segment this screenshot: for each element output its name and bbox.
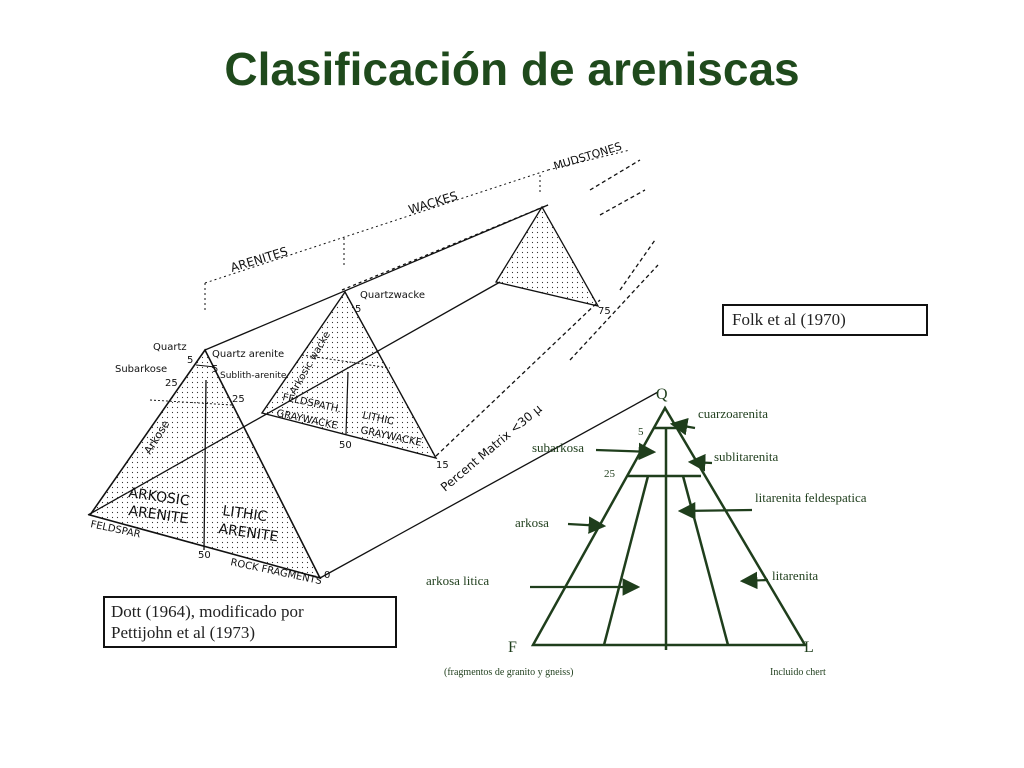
label-arkosa: arkosa: [515, 515, 549, 530]
quartz-label: Quartz: [153, 342, 187, 353]
folk-note-f: (fragmentos de granito y gneiss): [444, 667, 573, 678]
label-subarkosa: subarkosa: [532, 440, 584, 455]
dott-caption: Dott (1964), modificado por Pettijohn et…: [103, 596, 397, 648]
dott-caption-line-2: Pettijohn et al (1973): [111, 623, 256, 642]
folk-tick-25: 25: [604, 468, 616, 480]
folk-tick-5: 5: [638, 426, 644, 438]
label-litarenita-feldespatica: litarenita feldespatica: [755, 490, 867, 505]
dott-diagram: ARENITES WACKES MUDSTONES 75 Quartzwacke…: [87, 140, 659, 587]
middle-15-label: 15: [436, 460, 449, 471]
folk-vertex-l: L: [804, 639, 814, 656]
front-5b-label: 5: [212, 364, 218, 375]
group-brackets: [204, 149, 631, 310]
dott-caption-line-1: Dott (1964), modificado por: [111, 602, 304, 621]
folk-note-l: Incluido chert: [770, 667, 826, 678]
wacke-triangle: [260, 290, 438, 460]
front-0-label: 0: [324, 570, 330, 581]
arenites-label: ARENITES: [229, 244, 290, 275]
quartz-arenite-label: Quartz arenite: [212, 349, 284, 360]
label-litarenita: litarenita: [772, 568, 818, 583]
mudstones-label: MUDSTONES: [552, 140, 623, 173]
front-25-label: 25: [165, 378, 178, 389]
subarkose-label: Subarkose: [115, 364, 167, 375]
folk-caption: Folk et al (1970): [722, 304, 928, 336]
sublitharenite-label: Sublith-arenite: [220, 371, 287, 381]
quartzwacke-label: Quartzwacke: [360, 290, 425, 301]
front-5-label: 5: [187, 355, 193, 366]
label-sublitarenita: sublitarenita: [714, 449, 778, 464]
front-25b-label: 25: [232, 394, 245, 405]
page-title: Clasificación de areniscas: [224, 43, 800, 95]
folk-vertex-f: F: [508, 639, 517, 656]
middle-5-label: 5: [355, 304, 361, 315]
lithic-arenite-label-1: LITHIC: [221, 503, 268, 525]
label-arkosa-litica: arkosa litica: [426, 573, 489, 588]
wackes-label: WACKES: [407, 189, 460, 217]
folk-diagram: Q F L 5 25 cuarzoarenita subarkosa subli…: [426, 386, 867, 678]
back-75-label: 75: [598, 306, 611, 317]
label-cuarzoarenita: cuarzoarenita: [698, 406, 768, 421]
middle-50-label: 50: [339, 440, 352, 451]
folk-vertex-q: Q: [656, 386, 668, 403]
mudstone-triangle: [494, 205, 600, 307]
front-50-label: 50: [198, 550, 211, 561]
